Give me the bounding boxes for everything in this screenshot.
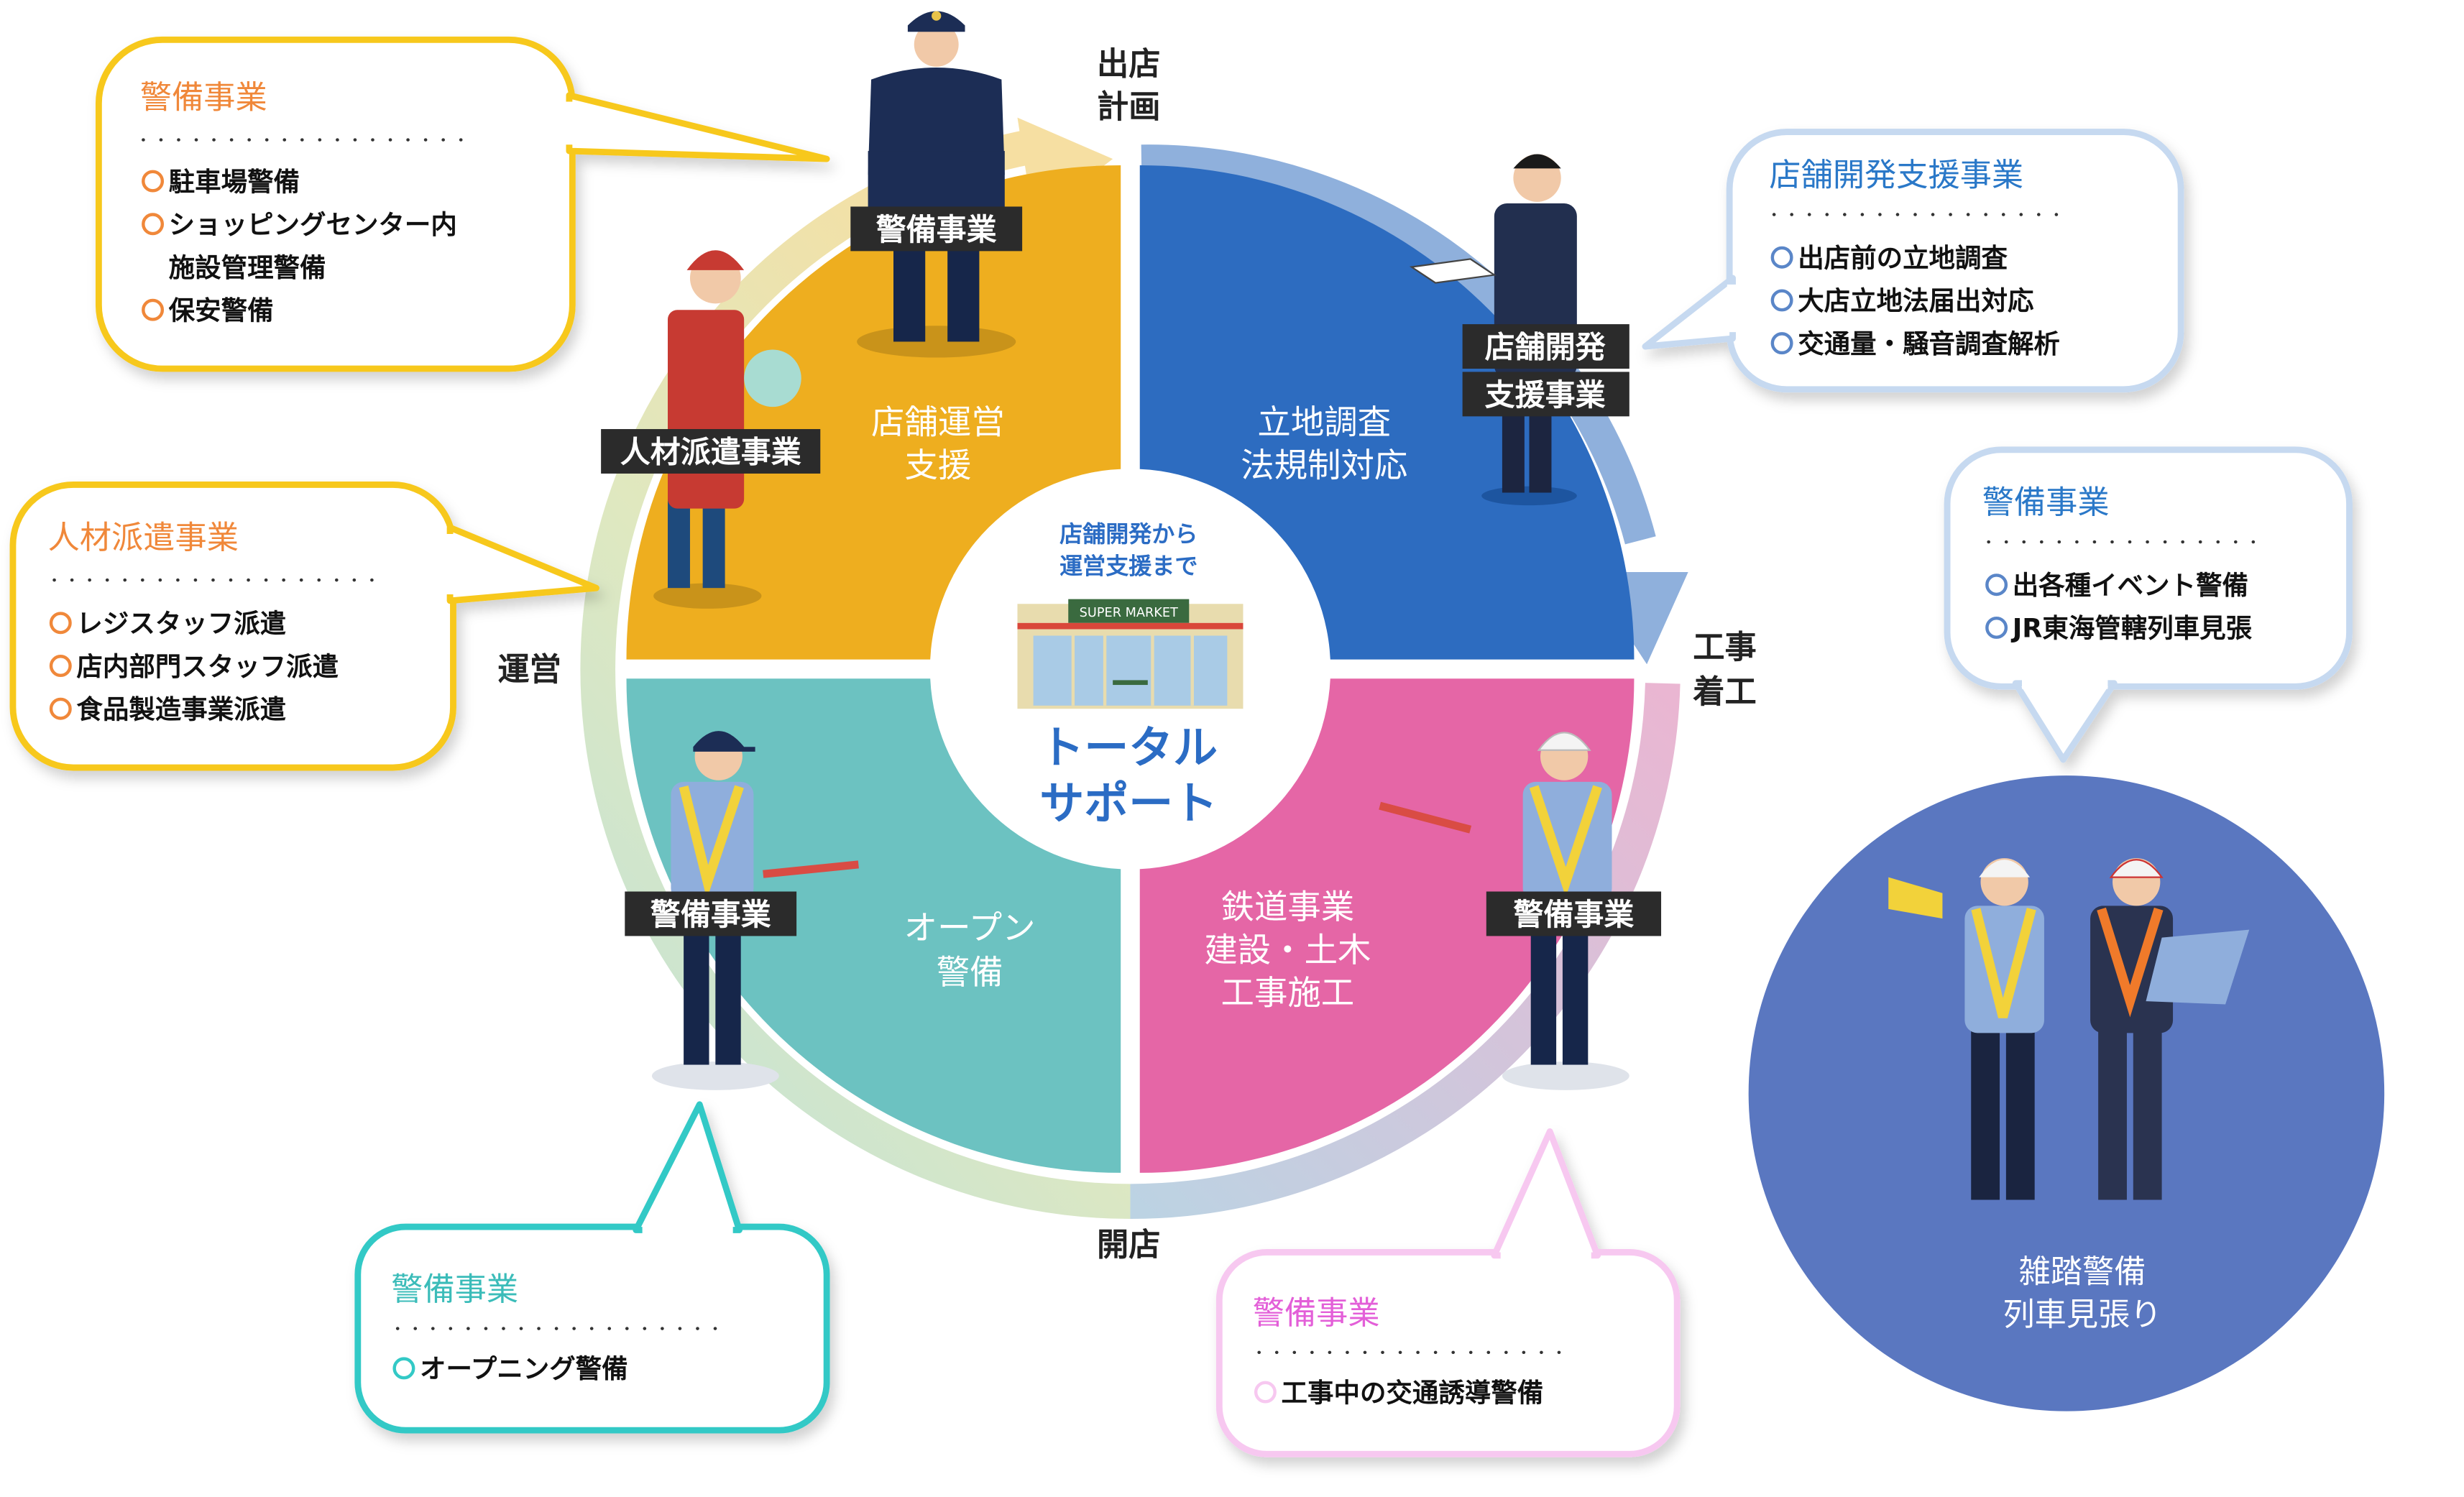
tag-staffing: 人材派遣事業 bbox=[601, 429, 821, 474]
quadrant-label: 工事施工 bbox=[1221, 974, 1355, 1013]
quadrant-label: 警備 bbox=[937, 953, 1003, 992]
callout-event-security bbox=[1944, 446, 2353, 763]
list-item-label: 工事中の交通誘導警備 bbox=[1282, 1377, 1544, 1408]
tag-label: 警備事業 bbox=[651, 897, 771, 932]
quadrant-label: 立地調査 bbox=[1257, 403, 1391, 442]
security-guard-figure bbox=[857, 11, 1016, 358]
center-subtitle: 運営支援まで bbox=[1059, 552, 1197, 579]
stage-plan-line2: 計画 bbox=[1097, 89, 1160, 126]
crowd-security-circle: 雑踏警備 列車見張り bbox=[1748, 775, 2385, 1411]
center-title: サポート bbox=[1039, 778, 1218, 829]
quadrant-label: 支援 bbox=[904, 446, 971, 484]
list-item: レジスタッフ派遣 bbox=[49, 608, 286, 639]
tag-security-top: 警備事業 bbox=[850, 206, 1023, 252]
callout-security-ops bbox=[95, 36, 830, 372]
list-item: 保安警備 bbox=[142, 295, 274, 326]
quadrant-label: 鉄道事業 bbox=[1221, 888, 1355, 926]
quadrant-label: 法規制対応 bbox=[1241, 446, 1407, 484]
list-item: 出各種イベント警備 bbox=[1985, 570, 2248, 601]
quadrant-label: オープン bbox=[904, 908, 1036, 947]
tag-store-dev: 店舗開発 支援事業 bbox=[1462, 324, 1629, 417]
center-title: トータル bbox=[1039, 722, 1218, 773]
list-item: オープニング警備 bbox=[392, 1353, 628, 1384]
guards-illustration bbox=[1888, 858, 2250, 1200]
list-item-label: 交通量・騒音調査解析 bbox=[1798, 328, 2060, 359]
list-item-label: 施設管理警備 bbox=[169, 252, 326, 283]
callout-title: 店舗開発支援事業 bbox=[1769, 157, 2023, 194]
center-hub: 店舗開発から 運営支援まで SUPER MARKET トータル サポート bbox=[929, 469, 1331, 870]
callout-store-dev bbox=[1642, 129, 2184, 393]
tag-label: 店舗開発 bbox=[1485, 330, 1606, 365]
list-item: 大店立地法届出対応 bbox=[1770, 285, 2034, 316]
list-item: JR東海管轄列車見張 bbox=[1985, 613, 2253, 644]
crowd-security-label: 雑踏警備 bbox=[2019, 1253, 2146, 1290]
callout-staffing bbox=[9, 482, 599, 771]
quadrant-label: 建設・土木 bbox=[1204, 931, 1371, 969]
list-item-label: 出各種イベント警備 bbox=[2013, 570, 2248, 601]
tag-label: 警備事業 bbox=[876, 212, 997, 247]
tag-label: 人材派遣事業 bbox=[620, 434, 801, 469]
crowd-security-label: 列車見張り bbox=[2003, 1296, 2161, 1333]
list-item-label: 出店前の立地調査 bbox=[1798, 242, 2008, 273]
list-item-label: 店内部門スタッフ派遣 bbox=[76, 651, 339, 682]
callout-title: 警備事業 bbox=[391, 1271, 518, 1308]
ring-left-arc bbox=[580, 129, 1131, 1220]
list-item-label: オープニング警備 bbox=[420, 1353, 628, 1384]
list-item: 食品製造事業派遣 bbox=[49, 694, 286, 724]
callout-title: 警備事業 bbox=[1982, 484, 2110, 521]
stage-opening: 開店 bbox=[1097, 1227, 1160, 1263]
stage-plan-line1: 出店 bbox=[1097, 46, 1160, 83]
list-item-label: レジスタッフ派遣 bbox=[76, 608, 286, 639]
callout-title: 人材派遣事業 bbox=[48, 520, 239, 556]
list-item: 交通量・騒音調査解析 bbox=[1770, 328, 2060, 359]
callout-title: 警備事業 bbox=[1253, 1295, 1380, 1332]
tag-label: 支援事業 bbox=[1485, 377, 1606, 413]
quadrant-label: 店舗運営 bbox=[871, 403, 1005, 442]
stage-operation: 運営 bbox=[497, 651, 561, 688]
list-item-label: 大店立地法届出対応 bbox=[1798, 285, 2034, 316]
list-item-label: 駐車場警備 bbox=[169, 166, 300, 197]
list-item: 駐車場警備 bbox=[142, 166, 300, 197]
tag-label: 警備事業 bbox=[1513, 897, 1634, 932]
stage-construction-line2: 着工 bbox=[1693, 673, 1756, 710]
tag-security-right: 警備事業 bbox=[1486, 891, 1662, 936]
list-item-label: 保安警備 bbox=[169, 295, 274, 326]
tag-security-left: 警備事業 bbox=[625, 891, 797, 936]
ring-right-arc bbox=[1130, 683, 1681, 1220]
center-subtitle: 店舗開発から bbox=[1059, 520, 1197, 548]
list-item: 施設管理警備 bbox=[169, 252, 326, 283]
supermarket-icon: SUPER MARKET bbox=[1017, 599, 1244, 709]
list-item: ショッピングセンター内 bbox=[142, 209, 457, 240]
list-item: 出店前の立地調査 bbox=[1770, 242, 2008, 273]
list-item-label: ショッピングセンター内 bbox=[169, 209, 457, 240]
callout-construction-security bbox=[1215, 1128, 1681, 1457]
callout-title: 警備事業 bbox=[140, 79, 267, 116]
store-sign: SUPER MARKET bbox=[1080, 606, 1178, 620]
list-item: 工事中の交通誘導警備 bbox=[1254, 1377, 1544, 1408]
list-item-label: 食品製造事業派遣 bbox=[76, 694, 286, 724]
stage-construction-line1: 工事 bbox=[1693, 629, 1756, 665]
list-item-label: JR東海管轄列車見張 bbox=[2010, 613, 2253, 644]
traffic-guard-right-figure bbox=[1379, 732, 1629, 1090]
list-item: 店内部門スタッフ派遣 bbox=[49, 651, 339, 682]
